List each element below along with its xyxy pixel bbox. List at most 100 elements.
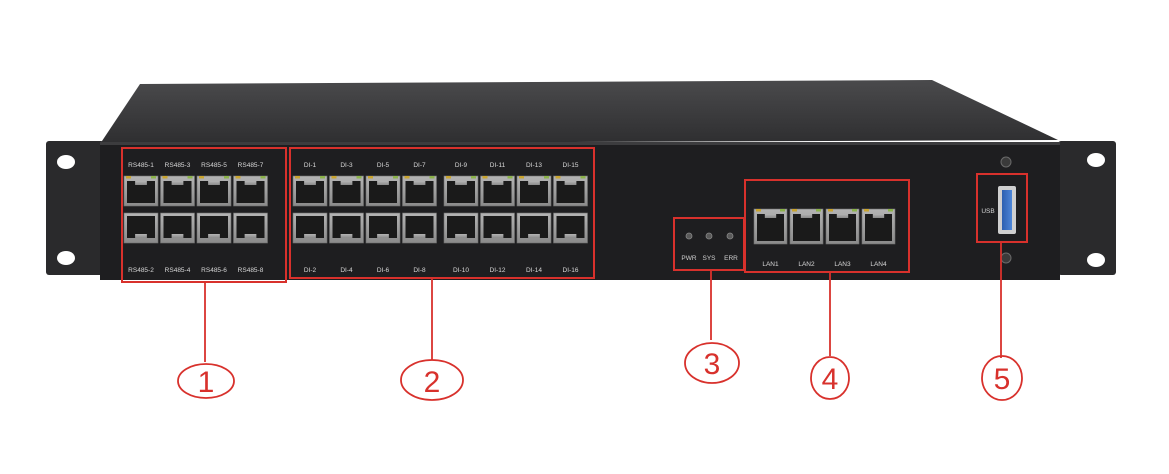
di-port-8[interactable] (402, 212, 437, 244)
di-port-6[interactable] (365, 212, 401, 244)
led-label-pwr: PWR (681, 255, 696, 262)
rs485-bottom-label: RS485-2 (128, 267, 154, 274)
led-label-sys: SYS (702, 255, 716, 262)
di-port-13[interactable] (516, 175, 552, 207)
port-latch-tab (135, 181, 147, 185)
lan-label: LAN2 (798, 261, 815, 268)
callout-circle-3 (684, 342, 740, 384)
rs485-port-5[interactable] (196, 175, 232, 207)
port-led-indicator (151, 176, 156, 179)
di-bottom-label: DI-12 (490, 267, 506, 274)
port-latch-tab (872, 214, 885, 218)
led-sys-indicator (705, 232, 713, 240)
ear-hole (57, 155, 75, 169)
rs485-port-8[interactable] (233, 212, 268, 244)
rs485-top-label: RS485-5 (201, 162, 227, 169)
port-led-indicator (864, 209, 869, 212)
port-opening (757, 214, 784, 241)
port-led-indicator (429, 176, 435, 179)
callout-box-rs485 (121, 147, 287, 283)
lan-label: LAN3 (834, 261, 851, 268)
callout-marks: 1 2 3 4 5 (177, 342, 1023, 401)
lan-port-1[interactable] (753, 208, 788, 245)
port-led-indicator (446, 176, 451, 179)
rs485-port-7[interactable] (233, 175, 268, 207)
lan-port-3[interactable] (825, 208, 860, 245)
labels-layer: RS485-1RS485-2RS485-3RS485-4RS485-5RS485… (128, 162, 887, 274)
front-panel (100, 142, 1060, 280)
di-port-10[interactable] (443, 212, 479, 244)
rs485-port-4[interactable] (160, 212, 195, 244)
port-opening (332, 181, 361, 203)
di-port-15[interactable] (553, 175, 588, 207)
di-port-4[interactable] (329, 212, 364, 244)
callout-box-di (289, 147, 595, 279)
rs485-port-3[interactable] (160, 175, 195, 207)
port-opening (200, 216, 228, 238)
port-latch-tab (564, 234, 577, 238)
port-latch-tab (491, 234, 504, 238)
port-latch-tab (244, 181, 257, 185)
lan-label: LAN1 (762, 261, 779, 268)
port-opening (483, 216, 512, 238)
port-led-indicator (393, 176, 398, 179)
di-port-12[interactable] (480, 212, 515, 244)
port-latch-tab (208, 181, 220, 185)
port-led-indicator (780, 209, 785, 212)
port-latch-tab (244, 234, 257, 238)
usb-port-insert (1002, 190, 1012, 230)
di-port-1[interactable] (292, 175, 328, 207)
di-top-label: DI-3 (340, 162, 353, 169)
ear-hole (1087, 153, 1105, 167)
port-latch-tab (564, 181, 577, 185)
port-opening (369, 181, 397, 203)
di-top-label: DI-13 (526, 162, 542, 169)
di-bottom-label: DI-10 (453, 267, 469, 274)
di-port-9[interactable] (443, 175, 479, 207)
callout-box-lan (744, 179, 910, 273)
port-opening (236, 181, 265, 203)
port-opening (127, 181, 155, 203)
port-led-indicator (224, 176, 229, 179)
port-led-indicator (260, 176, 266, 179)
port-led-indicator (368, 176, 373, 179)
port-led-indicator (235, 176, 241, 179)
di-port-7[interactable] (402, 175, 437, 207)
rs485-port-6[interactable] (196, 212, 232, 244)
port-latch-tab (413, 234, 426, 238)
port-opening (405, 216, 434, 238)
port-led-indicator (199, 176, 204, 179)
lan-port-4[interactable] (861, 208, 896, 245)
di-top-label: DI-15 (563, 162, 579, 169)
di-port-16[interactable] (553, 212, 588, 244)
di-bottom-label: DI-14 (526, 267, 542, 274)
di-bottom-label: DI-16 (563, 267, 579, 274)
port-opening (163, 181, 192, 203)
port-latch-tab (304, 234, 316, 238)
callout-circle-4 (810, 356, 850, 400)
di-top-label: DI-7 (413, 162, 426, 169)
callout-number-2: 2 (424, 366, 441, 399)
di-port-5[interactable] (365, 175, 401, 207)
rs485-bottom-label: RS485-8 (238, 267, 264, 274)
port-led-indicator (162, 176, 168, 179)
di-bottom-label: DI-8 (413, 267, 426, 274)
di-port-3[interactable] (329, 175, 364, 207)
port-opening (865, 214, 892, 241)
port-led-indicator (331, 176, 337, 179)
rs485-port-1[interactable] (123, 175, 159, 207)
lan-port-2[interactable] (789, 208, 824, 245)
led-pwr-indicator (685, 232, 693, 240)
di-bottom-label: DI-2 (304, 267, 317, 274)
callout-boxes (121, 147, 1028, 283)
di-port-14[interactable] (516, 212, 552, 244)
di-port-2[interactable] (292, 212, 328, 244)
port-led-indicator (126, 176, 131, 179)
rs485-port-2[interactable] (123, 212, 159, 244)
port-latch-tab (208, 234, 220, 238)
port-led-indicator (555, 176, 561, 179)
port-opening (793, 214, 820, 241)
di-port-11[interactable] (480, 175, 515, 207)
